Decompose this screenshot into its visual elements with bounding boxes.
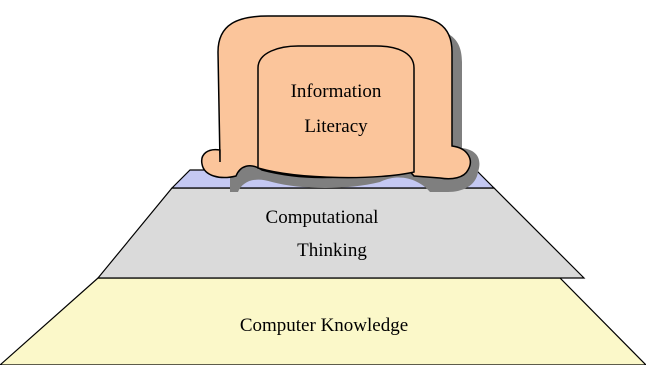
label-literacy: Literacy: [304, 116, 368, 137]
label-information: Information: [291, 81, 382, 102]
label-thinking: Thinking: [297, 240, 367, 261]
label-computational: Computational: [266, 207, 379, 228]
layer-computational-thinking: [96, 187, 586, 279]
label-computer-knowledge: Computer Knowledge: [240, 315, 408, 336]
top-block-inner-panel: [257, 45, 415, 179]
